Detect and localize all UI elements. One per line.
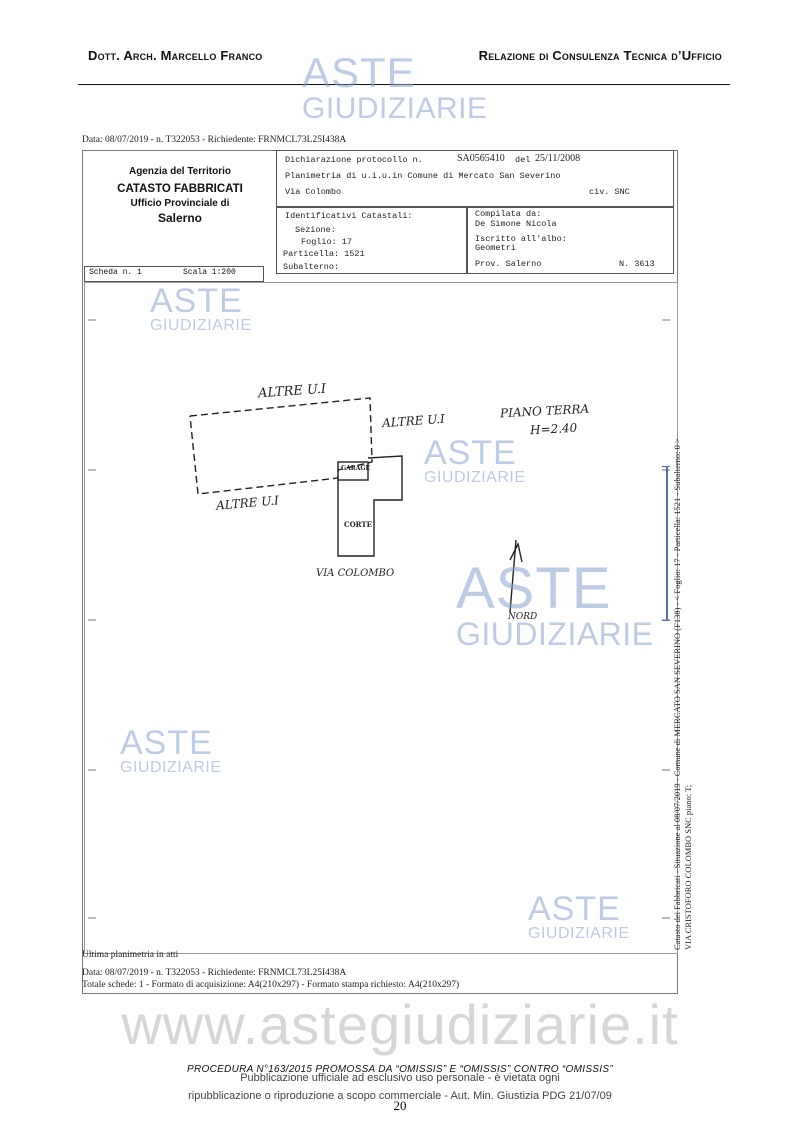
corte-outline (337, 455, 403, 557)
garage-outline (337, 461, 369, 481)
plan-lines (189, 397, 523, 613)
watermark-giudiziarie: GIUDIZIARIE (120, 759, 222, 776)
declaration-box: Dichiarazione protocollo n. SA0565410 de… (276, 150, 674, 208)
label-north: NORD (508, 612, 538, 622)
last-plan-note: Ultima planimetria in atti (82, 950, 179, 960)
register-value: Geometri (475, 243, 516, 253)
compiler-province: Prov. Salerno (475, 259, 542, 269)
label-garage: GARAGE (341, 465, 371, 472)
protocol-label: Dichiarazione protocollo n. (285, 155, 423, 165)
cadastral-label: Identificativi Catastali: (285, 211, 413, 221)
page-number: 20 (393, 1098, 407, 1113)
watermark-logo-1: ASTE GIUDIZIARIE (302, 52, 488, 124)
scanned-document-bottom: Ultima planimetria in atti Data: 08/07/2… (78, 132, 706, 998)
north-arrow-head (509, 541, 523, 563)
watermark-giudiziarie: GIUDIZIARIE (424, 469, 526, 486)
watermark-aste: ASTE (528, 890, 621, 928)
label-court: CORTE (344, 520, 372, 529)
compiler-label: Compilata da: (475, 209, 542, 219)
bottom-data-line: Data: 08/07/2019 - n. T322053 - Richiede… (82, 968, 347, 978)
sheet-box: Scheda n. 1 Scala 1:200 (84, 266, 264, 282)
bottom-totals-line: Totale schede: 1 - Formato di acquisizio… (82, 980, 460, 990)
protocol-number: SA0565410 (457, 153, 505, 164)
north-arrow (509, 539, 517, 613)
watermark-giudiziarie: GIUDIZIARIE (302, 92, 488, 125)
watermark-giudiziarie: GIUDIZIARIE (528, 925, 630, 942)
cadastral-subordinate: Subalterno: (283, 262, 340, 272)
register-label: Iscritto all'albo: (475, 234, 567, 244)
agency-city: Salerno (157, 211, 202, 225)
label-street: VIA COLOMBO (316, 568, 395, 579)
blue-bar-top-stub (662, 466, 670, 467)
procedure-footer: PROCEDURA N°163/2015 PROMOSSA DA “OMISSI… (187, 1064, 613, 1075)
street-address: Via Colombo (285, 187, 342, 197)
protocol-date-label: del (515, 155, 531, 165)
header-divider (78, 84, 730, 85)
sheet-number: Scheda n. 1 (89, 268, 142, 277)
watermark-aste: ASTE (150, 282, 243, 320)
plan-description: Planimetria di u.i.u.in Comune di Mercat… (285, 171, 561, 181)
agency-catasto: CATASTO FABBRICATI (117, 183, 243, 195)
compiler-name: De Simone Nicola (475, 219, 557, 229)
blue-bar-bottom-stub (662, 620, 670, 621)
protocol-date: 25/11/2008 (535, 153, 581, 164)
watermark-giudiziarie: GIUDIZIARIE (456, 616, 654, 652)
agency-office: Ufficio Provinciale di (130, 198, 230, 209)
agency-block: Agenzia del Territorio CATASTO FABBRICAT… (92, 166, 268, 225)
watermark-aste: ASTE (424, 434, 517, 472)
watermark-aste: ASTE (120, 724, 213, 762)
cadastral-parcel: Particella: 1521 (283, 249, 365, 259)
report-title: Relazione di Consulenza Tecnica d’Uffici… (478, 48, 722, 63)
plan-area (84, 282, 678, 954)
cadastral-box: Identificativi Catastali: Sezione: Fogli… (276, 206, 468, 274)
watermark-logo-5: ASTE GIUDIZIARIE (120, 726, 222, 776)
watermark-giudiziarie: GIUDIZIARIE (150, 317, 252, 334)
cadastral-section: Sezione: (295, 225, 336, 235)
watermark-logo-3: ASTE GIUDIZIARIE (424, 436, 526, 486)
scanned-document: Data: 08/07/2019 - n. T322053 - Richiede… (78, 132, 706, 998)
civic-number: civ. SNC (589, 187, 630, 197)
watermark-aste: ASTE (302, 49, 416, 96)
watermark-logo-2: ASTE GIUDIZIARIE (150, 284, 252, 334)
compiler-box: Compilata da: De Simone Nicola Iscritto … (466, 206, 674, 274)
sheet-scale: Scala 1:200 (183, 268, 236, 277)
watermark-aste: ASTE (456, 556, 612, 621)
site-watermark: www.astegiudiziarie.it (121, 993, 679, 1056)
publication-notice-line1: Pubblicazione ufficiale ad esclusivo uso… (240, 1072, 560, 1084)
cadastral-sheet: Foglio: 17 (301, 237, 353, 247)
document-top-line: Data: 08/07/2019 - n. T322053 - Richiede… (82, 135, 347, 145)
watermark-logo-4: ASTE GIUDIZIARIE (456, 556, 654, 652)
publication-notice-line2: ripubblicazione o riproduzione a scopo c… (188, 1090, 612, 1102)
author-name: Dott. Arch. Marcello Franco (88, 48, 263, 63)
compiler-number: N. 3613 (619, 259, 655, 269)
side-blue-bar (666, 466, 668, 620)
agency-name: Agenzia del Territorio (128, 166, 232, 177)
watermark-logo-6: ASTE GIUDIZIARIE (528, 892, 630, 942)
